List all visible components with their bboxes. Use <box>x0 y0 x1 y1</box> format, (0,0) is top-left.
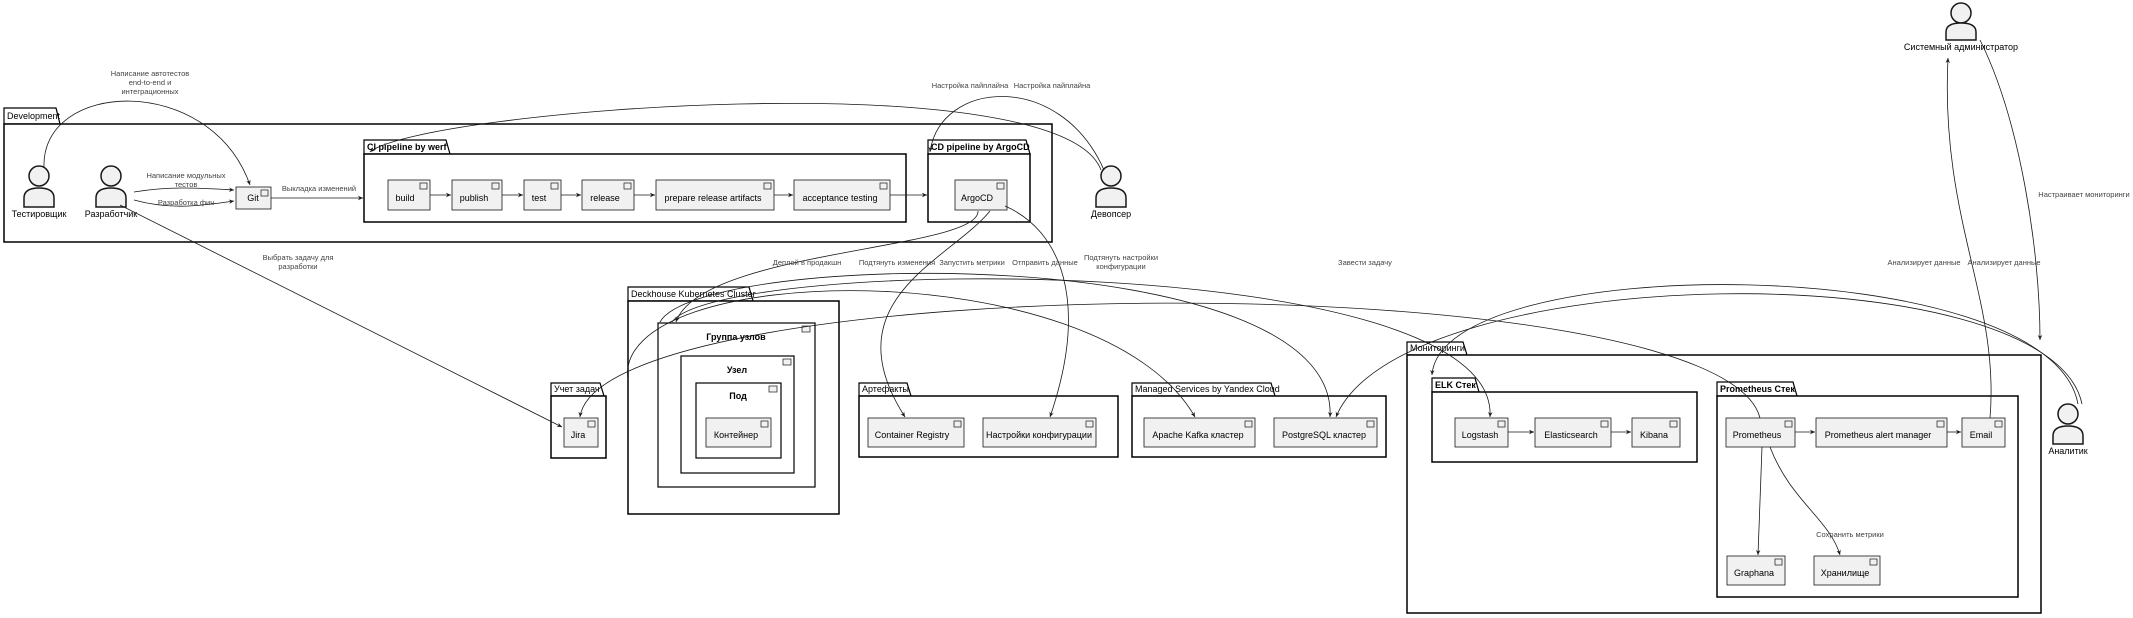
svg-text:Kibana: Kibana <box>1640 430 1668 440</box>
svg-text:Девопсер: Девопсер <box>1091 209 1131 219</box>
component-container: Контейнер <box>705 417 772 448</box>
svg-text:Apache Kafka кластер: Apache Kafka кластер <box>1152 430 1243 440</box>
svg-text:test: test <box>532 193 547 203</box>
svg-text:Email: Email <box>1970 430 1993 440</box>
component-graphana: Graphana <box>1726 555 1786 586</box>
svg-text:Git: Git <box>247 193 259 203</box>
component-release: release <box>581 179 635 211</box>
svg-text:Системный администратор: Системный администратор <box>1904 42 2018 52</box>
component-prometheus: Prometheus <box>1725 417 1796 448</box>
component-test: test <box>523 179 562 211</box>
label-autotests-1: Написание автотестов <box>111 69 189 78</box>
svg-text:acceptance testing: acceptance testing <box>802 193 877 203</box>
label-pipeline-setup-2: Настройка пайплайна <box>1014 81 1091 90</box>
label-pipeline-setup-1: Настройка пайплайна <box>932 81 1009 90</box>
component-kibana: Kibana <box>1631 417 1681 448</box>
actor-devops: Девопсер <box>1091 165 1131 219</box>
svg-text:Graphana: Graphana <box>1734 568 1774 578</box>
component-git: Git <box>235 186 272 210</box>
component-config-settings: Настройки конфигурации <box>982 417 1097 448</box>
svg-text:build: build <box>395 193 414 203</box>
label-features: Разработка фич <box>158 198 214 207</box>
component-storage: Хранилище <box>1813 555 1881 586</box>
svg-text:Настройки конфигурации: Настройки конфигурации <box>986 430 1092 440</box>
svg-text:publish: publish <box>460 193 489 203</box>
label-autotests-3: интеграционных <box>121 87 178 96</box>
package-development-title: Development <box>7 111 61 121</box>
component-publish: publish <box>451 179 503 211</box>
label-create-task: Завести задачу <box>1338 258 1392 267</box>
svg-text:Разработчик: Разработчик <box>85 209 138 219</box>
package-cd-title: CD pipeline by ArgoCD <box>931 142 1030 152</box>
svg-text:prepare release artifacts: prepare release artifacts <box>664 193 762 203</box>
component-kafka-cluster: Apache Kafka кластер <box>1143 417 1256 448</box>
edges <box>43 39 2083 556</box>
svg-text:PostgreSQL кластер: PostgreSQL кластер <box>1282 430 1366 440</box>
component-alert-manager: Prometheus alert manager <box>1815 417 1948 448</box>
label-deploy: Деплой в продакшн <box>773 258 842 267</box>
label-analyze-2: Анализирует данные <box>1967 258 2040 267</box>
component-container-registry: Container Registry <box>867 417 965 448</box>
svg-text:release: release <box>590 193 620 203</box>
svg-text:Prometheus: Prometheus <box>1733 430 1782 440</box>
component-elasticsearch: Elasticsearch <box>1534 417 1612 448</box>
pod-title: Под <box>729 391 747 401</box>
svg-text:Elasticsearch: Elasticsearch <box>1544 430 1598 440</box>
component-email: Email <box>1961 417 2006 448</box>
svg-text:ArgoCD: ArgoCD <box>961 193 994 203</box>
svg-text:Logstash: Logstash <box>1462 430 1499 440</box>
svg-text:Тестировщик: Тестировщик <box>12 209 67 219</box>
package-ci-title: CI pipeline by werf <box>367 142 448 152</box>
node-title: Узел <box>727 365 748 375</box>
svg-text:Prometheus alert manager: Prometheus alert manager <box>1825 430 1932 440</box>
component-build: build <box>387 179 431 211</box>
package-prometheus-title: Prometheus Стек <box>1720 384 1795 394</box>
component-jira: Jira <box>563 417 599 448</box>
node-group-title: Группа узлов <box>706 332 766 342</box>
package-elk-title: ELK Стек <box>1435 380 1476 390</box>
svg-text:Container Registry: Container Registry <box>875 430 950 440</box>
label-pick-task-2: разработки <box>278 262 317 271</box>
component-logstash: Logstash <box>1454 417 1509 448</box>
svg-text:Jira: Jira <box>571 430 586 440</box>
label-unit-1: Написание модульных <box>146 171 225 180</box>
label-unit-2: тестов <box>175 180 198 189</box>
label-run-metrics: Запустить метрики <box>939 258 1005 267</box>
label-save-metrics: Сохранить метрики <box>1816 530 1884 539</box>
component-argocd: ArgoCD <box>954 179 1008 211</box>
edge-labels: Написание автотестов end-to-end и интегр… <box>111 69 2130 539</box>
svg-text:Хранилище: Хранилище <box>1821 568 1870 578</box>
package-cluster-title: Deckhouse Kubernetes Cluster <box>631 289 756 299</box>
label-pull-changes: Подтянуть изменения <box>859 258 935 267</box>
actor-analyst: Аналитик <box>2048 403 2088 456</box>
label-pull-config-1: Подтянуть настройки <box>1084 253 1158 262</box>
svg-text:Контейнер: Контейнер <box>714 430 758 440</box>
actor-sysadmin: Системный администратор <box>1904 2 2018 52</box>
actor-tester: Тестировщик <box>12 165 67 219</box>
component-prepare-release-artifacts: prepare release artifacts <box>655 179 775 211</box>
svg-text:Аналитик: Аналитик <box>2048 446 2087 456</box>
label-push: Выкладка изменений <box>282 184 356 193</box>
package-managed-title: Managed Services by Yandex Cloud <box>1135 384 1280 394</box>
label-pick-task-1: Выбрать задачу для <box>263 253 334 262</box>
label-analyze-1: Анализирует данные <box>1887 258 1960 267</box>
label-autotests-2: end-to-end и <box>129 78 172 87</box>
package-artifacts-title: Артефакты <box>862 384 909 394</box>
label-setup-monitoring: Настраивает мониторинги <box>2038 190 2129 199</box>
label-send-data: Отправить данные <box>1012 258 1078 267</box>
label-pull-config-2: конфигурации <box>1096 262 1145 271</box>
package-tasks-title: Учет задач <box>554 384 600 394</box>
actor-developer: Разработчик <box>85 165 138 219</box>
component-acceptance-testing: acceptance testing <box>793 179 891 211</box>
component-postgresql-cluster: PostgreSQL кластер <box>1273 417 1378 448</box>
